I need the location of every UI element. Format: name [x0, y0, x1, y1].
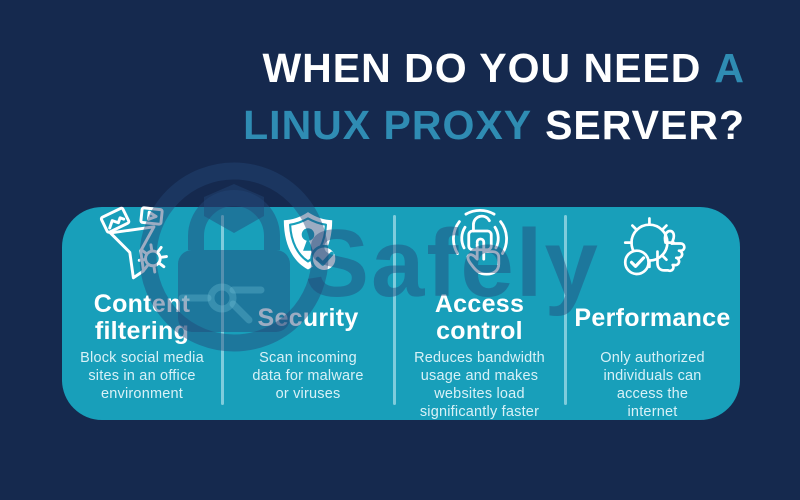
title-line1-white: WHEN DO YOU NEED	[262, 45, 702, 91]
title-line-2: LINUX PROXY SERVER?	[243, 97, 745, 154]
card-title: Performance	[574, 303, 731, 332]
content-filter-funnel-icon	[94, 201, 190, 291]
security-shield-check-icon	[262, 201, 354, 291]
title-line1-accent: A	[714, 45, 745, 91]
title-line2-accent: LINUX PROXY	[243, 102, 533, 148]
card-title: Content filtering	[93, 290, 191, 345]
card-description: Block social media sites in an office en…	[80, 350, 204, 402]
card-title: Security	[257, 303, 359, 332]
card-content-filtering: Content filtering Block social media sit…	[62, 206, 222, 422]
card-description: Only authorized individuals can access t…	[600, 350, 705, 420]
page-title: WHEN DO YOU NEED A LINUX PROXY SERVER?	[243, 40, 745, 154]
column-divider	[564, 215, 567, 405]
card-security: Security Scan incoming data for malware …	[222, 207, 394, 422]
access-control-touch-lock-icon	[432, 201, 528, 291]
card-description: Reduces bandwidth usage and makes websit…	[414, 350, 545, 420]
title-line2-white: SERVER?	[545, 102, 745, 148]
performance-gear-thumbsup-icon	[605, 201, 701, 291]
column-divider	[393, 215, 396, 405]
card-description: Scan incoming data for malware or viruse…	[252, 350, 364, 402]
title-line-1: WHEN DO YOU NEED A	[243, 40, 745, 97]
card-access-control: Access control Reduces bandwidth usage a…	[394, 207, 565, 422]
card-title: Access control	[434, 290, 525, 345]
column-divider	[221, 215, 224, 405]
card-performance: Performance Only authorized individuals …	[565, 207, 740, 422]
features-panel: Content filtering Block social media sit…	[62, 206, 740, 422]
